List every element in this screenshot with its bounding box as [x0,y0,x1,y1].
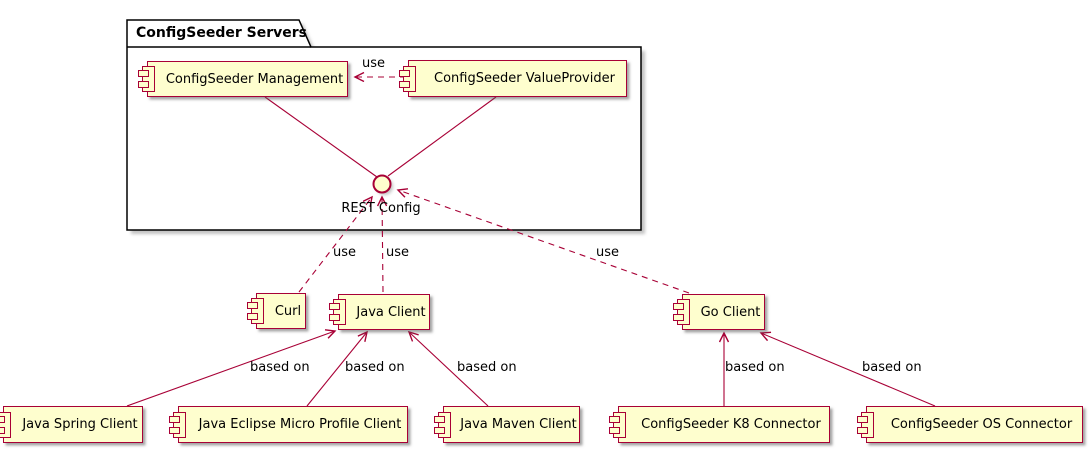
edge-label-use: use [386,245,410,260]
edge-management-provides-restconfig [264,96,378,178]
edge-goclient-uses-restconfig [398,190,690,294]
component-configseeder-management: ConfigSeeder Management [138,61,348,97]
package-configseeder-servers-outline [126,19,642,231]
component-label: ConfigSeeder K8 Connector [641,417,821,432]
component-icon [247,298,264,324]
component-icon [169,411,186,438]
edge-label-based-on: based on [862,360,922,375]
component-icon [434,411,451,438]
component-label: ConfigSeeder Management [165,71,344,87]
edge-label-based-on: based on [345,360,405,375]
component-label: Java Eclipse Micro Profile Client [198,417,402,432]
component-icon [138,66,155,92]
component-java-spring-client: Java Spring Client [0,406,143,443]
edge-label-based-on: based on [457,360,517,375]
component-label: Go Client [700,304,761,320]
component-icon [857,411,874,438]
component-java-maven-client: Java Maven Client [434,406,580,443]
component-label: Java Spring Client [22,417,138,432]
component-go-client: Go Client [673,294,765,330]
edge-curl-uses-restconfig [298,197,372,293]
edge-javaclient-uses-restconfig [382,197,383,293]
component-curl: Curl [247,293,306,329]
component-icon [673,299,690,325]
component-configseeder-valueprovider: ConfigSeeder ValueProvider [399,60,627,97]
component-configseeder-k8-connector: ConfigSeeder K8 Connector [609,406,830,443]
component-icon [399,65,416,92]
edge-label-based-on: based on [725,360,785,375]
interface-lollipop-icon [372,174,392,194]
component-icon [329,299,346,325]
interface-label: REST Config [341,201,421,216]
component-icon [0,411,11,438]
edge-eclipseclient-basedon-javaclient [306,332,367,407]
edge-label-based-on: based on [250,360,310,375]
component-configseeder-os-connector: ConfigSeeder OS Connector [857,406,1083,443]
component-icon [609,411,626,438]
edge-label-use: use [362,56,386,71]
package-title: ConfigSeeder Servers [136,25,307,41]
edge-valueprovider-provides-restconfig [387,96,497,177]
component-java-eclipse-micro-profile-client: Java Eclipse Micro Profile Client [169,406,408,443]
component-label: ConfigSeeder OS Connector [890,417,1073,432]
component-java-client: Java Client [329,294,430,330]
edge-mavenclient-basedon-javaclient [409,332,489,407]
edge-label-use: use [333,245,357,260]
component-label: ConfigSeeder ValueProvider [434,71,615,86]
edge-springclient-basedon-javaclient [126,331,335,407]
edge-osconnector-basedon-goclient [761,333,936,407]
component-label: Java Client [356,304,426,320]
edge-label-use: use [596,245,620,260]
component-label: Java Maven Client [460,417,577,432]
component-label: Curl [274,303,302,319]
